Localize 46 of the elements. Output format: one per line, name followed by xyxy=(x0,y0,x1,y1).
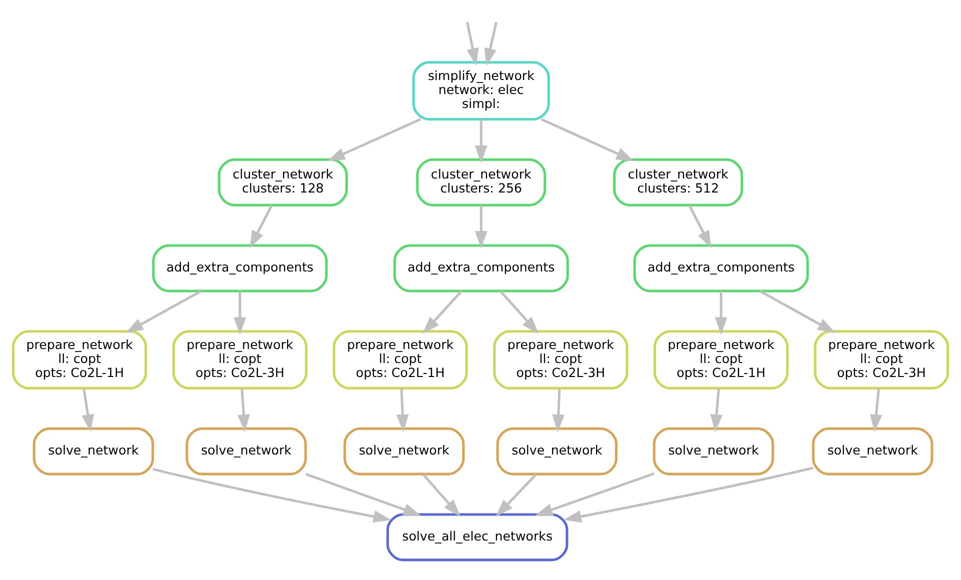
node-box: add_extra_components xyxy=(152,244,328,292)
node-box: simplify_network network: elec simpl: xyxy=(412,60,550,120)
arrow xyxy=(422,473,460,516)
arrow xyxy=(152,467,392,522)
arrow xyxy=(82,388,94,432)
node-box: prepare_network ll: copt opts: Co2L-1H xyxy=(12,330,148,389)
node-box: cluster_network clusters: 128 xyxy=(218,158,348,206)
node-box: solve_network xyxy=(186,426,307,475)
arrow xyxy=(759,289,836,332)
node-box: solve_network xyxy=(652,426,774,475)
arrow xyxy=(234,290,246,334)
arrow xyxy=(688,204,712,248)
node-box: solve_network xyxy=(343,426,465,475)
arrow xyxy=(540,118,634,161)
arrow xyxy=(870,388,882,432)
arrow xyxy=(250,204,273,248)
arrow xyxy=(714,290,728,334)
node-box: solve_all_elec_networks xyxy=(386,512,568,561)
node-box: solve_network xyxy=(812,426,934,475)
arrow xyxy=(422,290,462,334)
node-box: prepare_network ll: copt opts: Co2L-3H xyxy=(172,330,308,389)
arrow xyxy=(305,472,422,516)
node-box: add_extra_components xyxy=(393,244,569,292)
arrow xyxy=(564,466,814,522)
arrow xyxy=(534,472,654,516)
arrow xyxy=(474,118,488,163)
arrow xyxy=(484,21,498,66)
arrow xyxy=(499,290,539,334)
arrow xyxy=(238,388,250,432)
node-box: prepare_network ll: copt opts: Co2L-3H xyxy=(493,330,628,389)
node-box: solve_network xyxy=(496,426,618,475)
arrow xyxy=(474,205,488,248)
arrow xyxy=(710,388,723,432)
arrow xyxy=(466,21,479,66)
arrow xyxy=(126,289,202,332)
node-box: solve_network xyxy=(32,426,154,475)
arrow xyxy=(396,388,409,432)
node-box: cluster_network clusters: 512 xyxy=(613,158,744,206)
node-box: add_extra_components xyxy=(633,244,809,292)
node-box: prepare_network ll: copt opts: Co2L-1H xyxy=(654,330,789,389)
arrow xyxy=(552,388,565,432)
node-box: prepare_network ll: copt opts: Co2L-1H xyxy=(332,330,468,389)
node-box: cluster_network clusters: 256 xyxy=(416,158,546,206)
arrow xyxy=(327,118,422,161)
node-box: prepare_network ll: copt opts: Co2L-3H xyxy=(814,330,950,389)
arrow xyxy=(496,473,537,516)
